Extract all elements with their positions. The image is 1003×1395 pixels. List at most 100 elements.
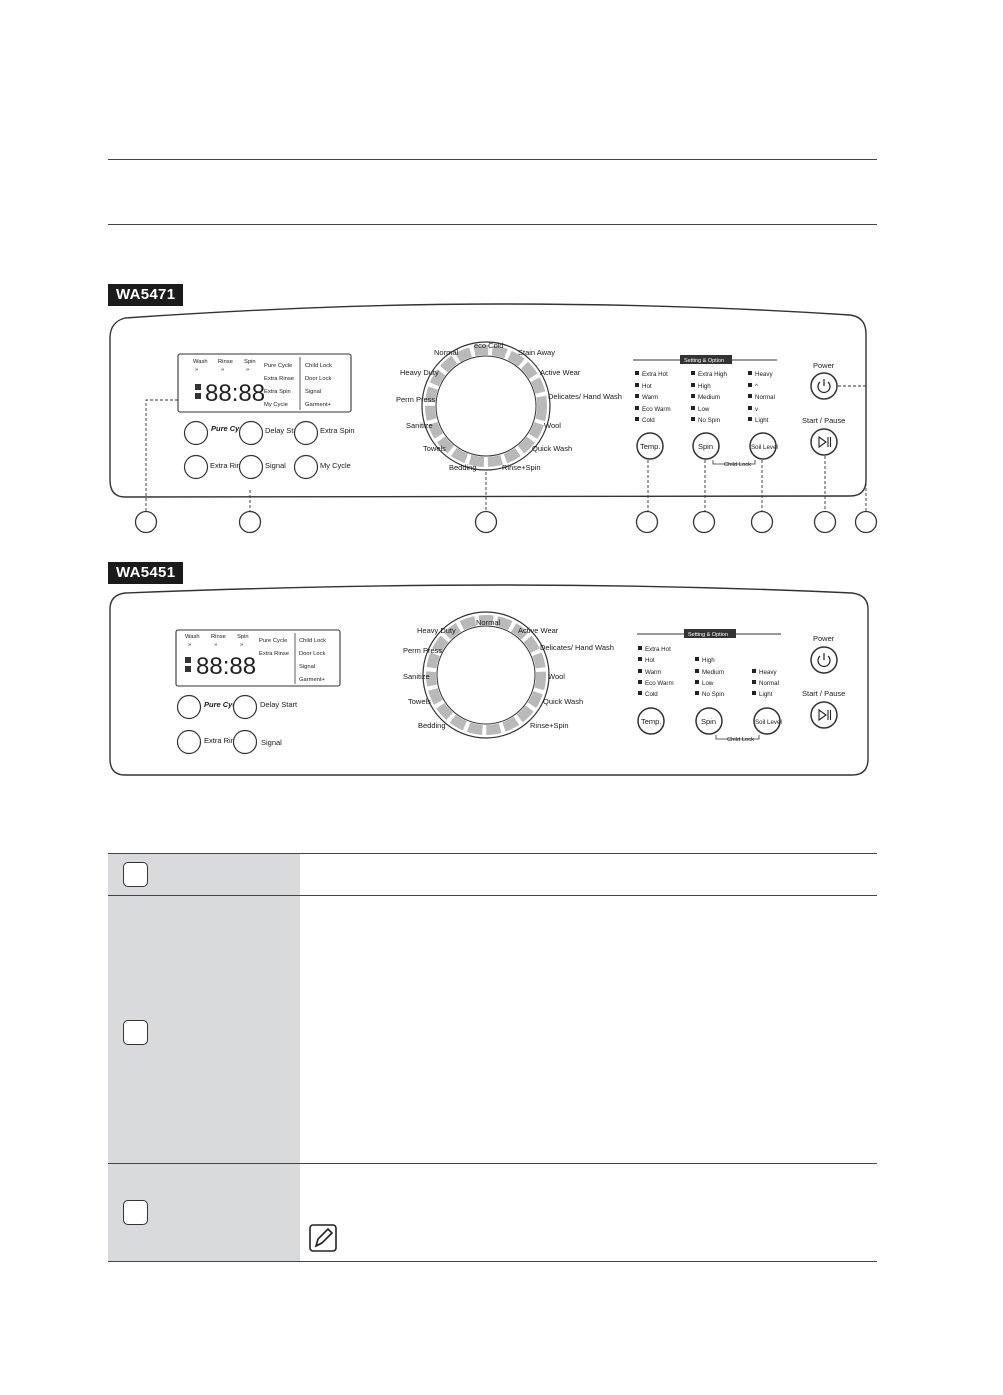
svg-text:Medium: Medium: [698, 394, 720, 401]
temp-button[interactable]: Temp.: [637, 707, 665, 735]
cycle-label: Bedding: [418, 721, 446, 730]
callout-marker: [813, 510, 837, 534]
lcd-opt-extra-rinse: Extra Rinse: [259, 651, 289, 657]
row-description-cell: [301, 896, 877, 1163]
option-button-extra-rinse[interactable]: Extra Rinse: [183, 454, 249, 480]
model-tag-wa5451: WA5451: [108, 562, 184, 584]
setting-option-title: Setting & Option: [684, 358, 724, 364]
setting-option-group: Setting & Option: [637, 629, 781, 638]
child-lock-indicator: Child Lock: [712, 460, 756, 468]
stage-wash: Wash: [185, 634, 200, 640]
table-row: [108, 896, 877, 1164]
description-table: [108, 853, 877, 1262]
lcd-opt-extra-rinse: Extra Rinse: [264, 376, 294, 382]
spin-button[interactable]: Spin: [692, 432, 720, 460]
soil-option-list: Heavy Normal Light: [752, 669, 779, 698]
stage-arrow-icon: »: [195, 367, 198, 373]
svg-text:Temp.: Temp.: [640, 442, 660, 451]
control-panel-wa5451: Wash Rinse Spin » » » 88:88 Pure Cycle E…: [0, 584, 1003, 785]
svg-text:No Spin: No Spin: [698, 417, 721, 424]
svg-text:Temp.: Temp.: [641, 717, 661, 726]
lcd-opt-garment: Garment+: [305, 402, 332, 408]
callout-leaders: [145, 385, 867, 512]
svg-text:Extra Hot: Extra Hot: [642, 371, 668, 378]
row-number-box: [123, 1200, 148, 1225]
cycle-label: Sanitize: [406, 421, 433, 430]
cycle-label: Wool: [544, 421, 561, 430]
svg-text:Child Lock: Child Lock: [724, 462, 751, 468]
lcd-digits: 88:88: [196, 653, 256, 680]
lcd-opt-my-cycle: My Cycle: [264, 402, 288, 408]
cycle-label: eco Cold: [474, 341, 504, 350]
svg-text:Delay Start: Delay Start: [265, 426, 303, 435]
lcd-display: Wash Rinse Spin » » » 88:88 Pure Cycle E…: [175, 629, 341, 687]
row-number-box: [123, 862, 148, 887]
option-button-pure-cycle[interactable]: Pure Cycle: [176, 694, 243, 720]
svg-text:Light: Light: [755, 417, 769, 424]
svg-text:v: v: [755, 406, 759, 413]
soil-level-button[interactable]: Soil Level: [753, 707, 782, 735]
start-pause-label: Start / Pause: [802, 689, 845, 698]
panel-svg-wa5471: Wash Rinse Spin » » » 88:88 Pure Cycle E…: [109, 303, 878, 534]
svg-text:Cold: Cold: [642, 417, 655, 424]
power-button[interactable]: [810, 646, 838, 674]
model-tag-wa5471: WA5471: [108, 284, 184, 306]
option-button-my-cycle[interactable]: My Cycle: [293, 454, 351, 480]
lcd-opt-door-lock: Door Lock: [305, 376, 332, 382]
row-number-box: [123, 1020, 148, 1045]
svg-text:Warm: Warm: [645, 669, 661, 676]
lcd-opt-signal: Signal: [299, 664, 315, 670]
svg-text:Eco Warm: Eco Warm: [642, 406, 671, 413]
setting-option-group: Setting & Option: [633, 355, 777, 364]
option-button-signal[interactable]: Signal: [238, 454, 287, 480]
setting-option-title: Setting & Option: [688, 632, 728, 638]
svg-text:Extra Rinse: Extra Rinse: [204, 736, 243, 745]
svg-text:Normal: Normal: [755, 394, 775, 401]
option-button-extra-rinse[interactable]: Extra Rinse: [176, 729, 243, 755]
stage-arrow-icon: »: [246, 367, 249, 373]
start-pause-button[interactable]: [810, 701, 838, 729]
row-label-cell: [108, 854, 301, 895]
lcd-opt-child-lock: Child Lock: [305, 363, 332, 369]
start-pause-label: Start / Pause: [802, 416, 845, 425]
cycle-label: Active Wear: [518, 626, 559, 635]
table-row: [108, 854, 877, 896]
spin-option-list: High Medium Low No Spin: [695, 657, 725, 698]
svg-text:Normal: Normal: [759, 680, 779, 687]
svg-text:Signal: Signal: [261, 738, 282, 747]
lcd-opt-signal: Signal: [305, 389, 321, 395]
row-label-cell: [108, 1164, 301, 1261]
row-description-cell: [301, 1164, 877, 1261]
svg-text:Eco Warm: Eco Warm: [645, 680, 674, 687]
cycle-label: Active Wear: [540, 368, 581, 377]
power-button[interactable]: [810, 372, 838, 400]
row-label-cell: [108, 896, 301, 1163]
option-button-signal[interactable]: Signal: [232, 729, 283, 755]
lcd-opt-extra-spin: Extra Spin: [264, 389, 291, 395]
cycle-label: Normal: [434, 348, 459, 357]
cycle-label: Quick Wash: [543, 697, 583, 706]
spin-button[interactable]: Spin: [695, 707, 723, 735]
stage-rinse: Rinse: [211, 634, 226, 640]
soil-level-button[interactable]: Soil Level: [749, 432, 778, 460]
cycle-selector-dial[interactable]: [422, 611, 550, 739]
temp-button[interactable]: Temp.: [636, 432, 664, 460]
cycle-selector-dial[interactable]: [421, 341, 551, 471]
option-button-delay-start[interactable]: Delay Start: [238, 420, 304, 446]
svg-text:Medium: Medium: [702, 669, 724, 676]
option-button-delay-start[interactable]: Delay Start: [232, 694, 299, 720]
option-button-extra-spin[interactable]: Extra Spin: [293, 420, 355, 446]
cycle-label: Quick Wash: [532, 444, 572, 453]
stage-wash: Wash: [193, 359, 208, 365]
option-button-pure-cycle[interactable]: Pure Cycle: [183, 420, 250, 446]
svg-text:My Cycle: My Cycle: [320, 461, 351, 470]
cycle-label: Wool: [548, 672, 565, 681]
power-icon: [817, 379, 831, 393]
stage-arrow-icon: »: [188, 642, 191, 648]
svg-text:Light: Light: [759, 691, 773, 698]
control-panel-wa5471: Wash Rinse Spin » » » 88:88 Pure Cycle E…: [0, 300, 1003, 540]
svg-text:Heavy: Heavy: [755, 371, 773, 378]
svg-text:Hot: Hot: [645, 657, 655, 664]
svg-text:Child Lock: Child Lock: [727, 737, 754, 743]
start-pause-button[interactable]: [810, 428, 838, 456]
